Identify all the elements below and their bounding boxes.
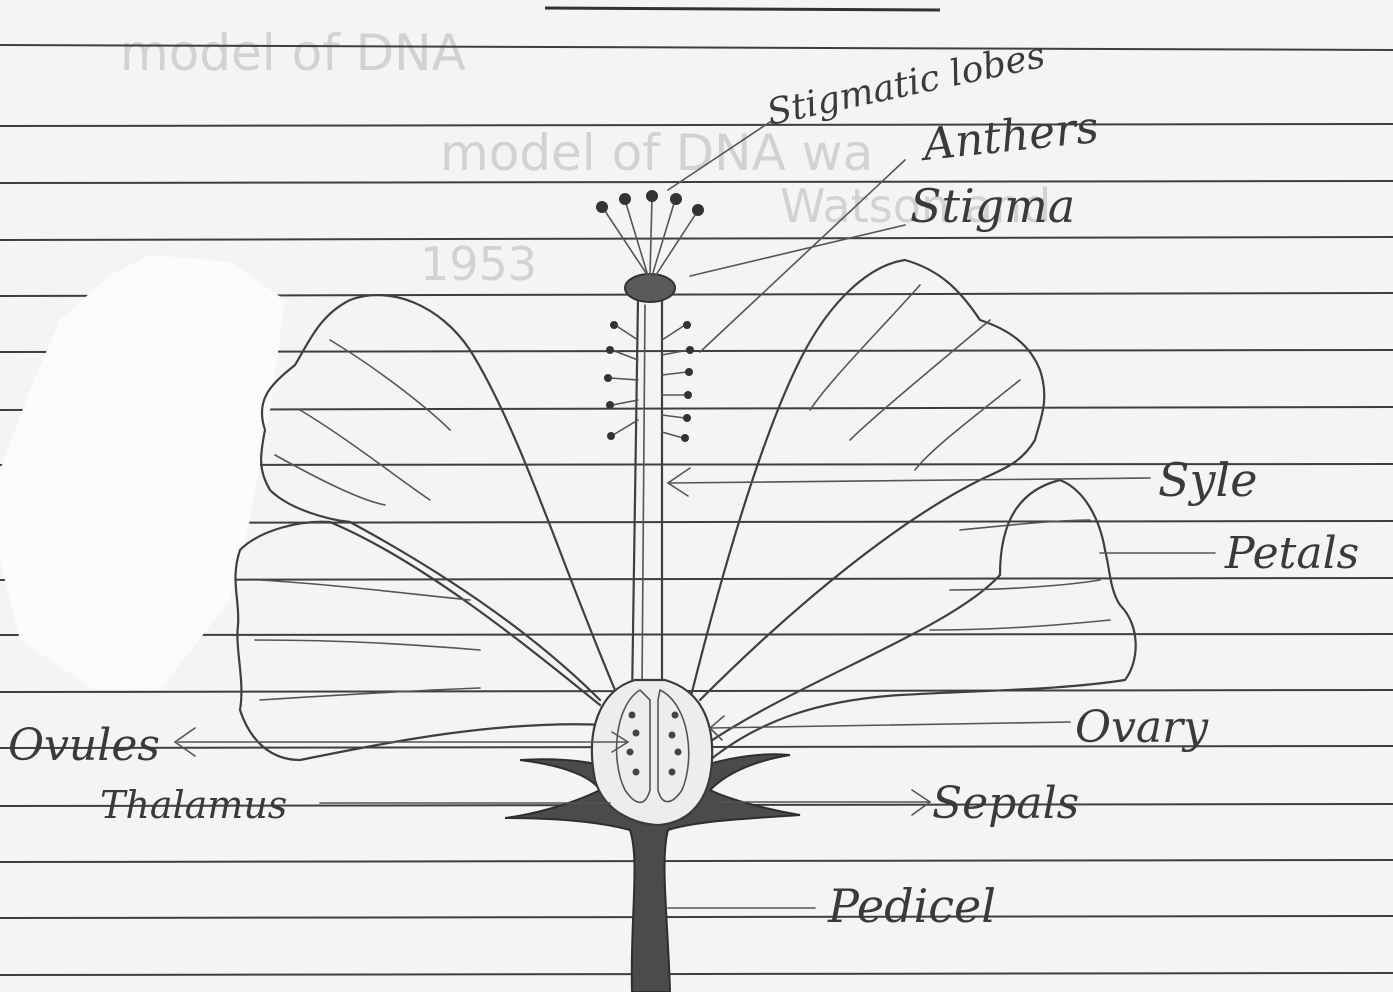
show-through-line-4: 1953 [420, 237, 537, 291]
anthers [604, 321, 694, 442]
style-pointer [668, 478, 1150, 483]
show-through-line-1: model of DNA [120, 24, 466, 82]
style-arrowhead [668, 468, 690, 496]
ovules-label: Ovules [8, 720, 160, 771]
thalamus-label: Thalamus [100, 783, 287, 827]
anthers-label: Anthers [917, 102, 1101, 172]
petals [235, 260, 1135, 760]
stigmatic-lobes [596, 190, 704, 278]
show-through-line-2: model of DNA wa [440, 124, 873, 182]
stigma-label: Stigma [910, 179, 1075, 233]
pedicel-label: Pedicel [827, 879, 996, 933]
ovary-pointer [710, 722, 1070, 728]
style-label: Syle [1158, 453, 1257, 507]
torn-paper-patch [0, 255, 285, 690]
stigma [625, 274, 675, 302]
left-upper-petal [261, 295, 615, 700]
staminal-column [625, 274, 675, 700]
sepals-label: Sepals [932, 778, 1079, 829]
petals-label: Petals [1224, 528, 1359, 579]
ovary-label: Ovary [1075, 702, 1209, 753]
